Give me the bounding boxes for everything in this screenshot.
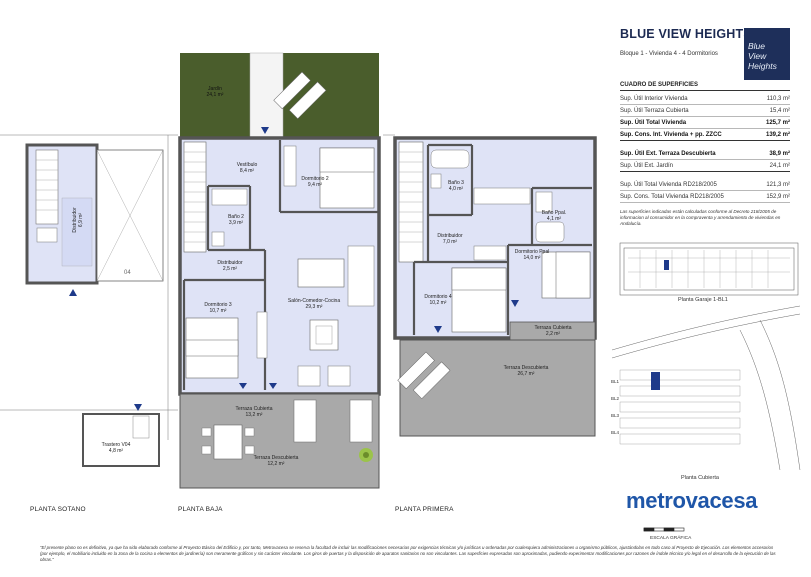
primera-plan: [393, 136, 597, 437]
room-terraza-cubierta-baja: Terraza Cubierta 13,2 m²: [235, 406, 273, 418]
block-label: BL2: [611, 396, 620, 401]
room-terraza-descubierta-baja: Terraza Descubierta 12,2 m²: [253, 455, 299, 467]
room-terraza-cubierta-primera: Terraza Cubierta 2,2 m²: [534, 325, 572, 337]
blue-view-heights-logo: Blue View Heights: [744, 28, 790, 80]
scale-bar: [643, 527, 685, 532]
metrovacesa-logo: metrovacesa: [626, 488, 758, 513]
room-vestibulo: Vestíbulo 8,4 m²: [236, 162, 258, 174]
room-trastero: Trastero V04 4,8 m²: [101, 442, 131, 454]
room-bano-principal: Baño Ppal. 4,1 m²: [541, 210, 567, 222]
project-title: BLUE VIEW HEIGHTS: [620, 27, 752, 41]
floor-label-primera: PLANTA PRIMERA: [395, 506, 454, 513]
room-dormitorio-3: Dormitorio 3 10,7 m²: [204, 302, 232, 314]
room-bano-3: Baño 3 4,0 m²: [448, 180, 464, 192]
room-dormitorio-2: Dormitorio 2 9,4 m²: [301, 176, 329, 188]
surfaces-heading: CUADRO DE SUPERFICIES: [620, 82, 790, 91]
scale-label: ESCALA GRÁFICA: [650, 536, 692, 541]
room-distribuidor-sotano: Distribuidor 6,9 m²: [72, 207, 84, 233]
block-label: BL3: [611, 413, 620, 418]
room-jardin: Jardín 24,1 m²: [206, 86, 224, 98]
floor-label-sotano: PLANTA SOTANO: [30, 506, 86, 513]
baja-plan: [178, 52, 381, 489]
room-salon-comedor-cocina: Salón-Comedor-Cocina 29,3 m²: [287, 298, 341, 310]
roof-key-plan-label: Planta Cubierta: [681, 475, 719, 481]
sotano-plan: [25, 143, 164, 467]
garage-number: 04: [124, 270, 131, 276]
roof-key-plan: [611, 305, 801, 471]
room-terraza-descubierta-primera: Terraza Descubierta 26,7 m²: [503, 365, 549, 377]
project-subtitle: Bloque 1 - Vivienda 4 - 4 Dormitorios: [620, 51, 718, 57]
surfaces-note: Las superficies indicadas están calculad…: [620, 209, 781, 226]
garage-key-plan: [619, 242, 799, 296]
floor-label-baja: PLANTA BAJA: [178, 506, 223, 513]
block-label: BL4: [611, 430, 620, 435]
room-distribuidor-primera: Distribuidor 7,0 m²: [437, 233, 463, 245]
block-label: BL1: [611, 379, 620, 384]
room-bano-2: Baño 2 3,9 m²: [228, 214, 244, 226]
room-dormitorio-4: Dormitorio 4 10,2 m²: [424, 294, 452, 306]
legal-disclaimer: "El presente plano no es definitivo, ya …: [40, 545, 776, 562]
room-distribuidor-baja: Distribuidor 2,5 m²: [217, 260, 243, 272]
room-dormitorio-principal: Dormitorio Ppal 14,0 m²: [514, 249, 550, 261]
garage-key-plan-label: Planta Garaje 1-BL1: [678, 297, 728, 303]
